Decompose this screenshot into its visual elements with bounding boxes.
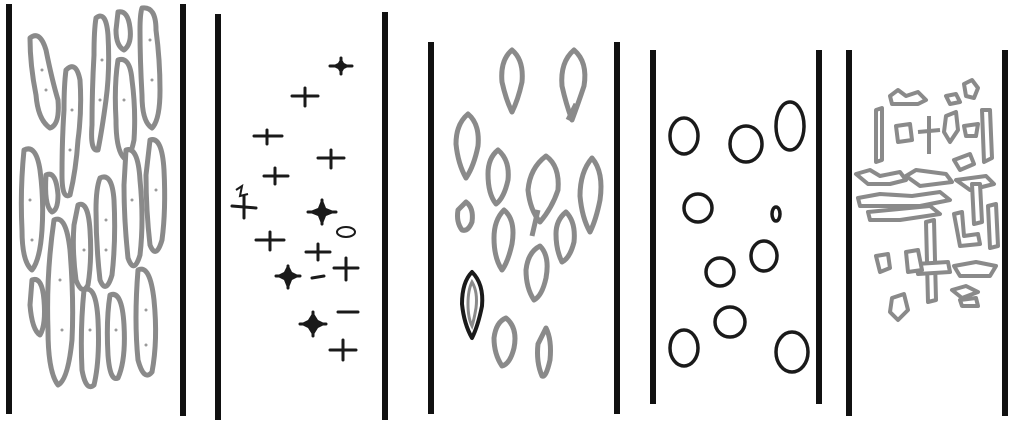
fragment	[890, 90, 926, 104]
fragment	[890, 294, 908, 320]
leaf-blob	[456, 114, 478, 178]
star-shape	[334, 258, 358, 280]
panel-4-circles	[670, 102, 808, 372]
star-shape	[254, 130, 282, 144]
filled-star	[308, 198, 336, 226]
leaf-blob	[494, 318, 515, 366]
panel-5-right-wall	[1002, 50, 1008, 416]
streak	[115, 59, 134, 158]
star-shape	[292, 88, 318, 106]
panel-4-right-wall	[816, 50, 822, 404]
streak	[140, 8, 160, 128]
star-shape	[306, 244, 330, 260]
filled-star	[276, 264, 300, 290]
star-shape	[236, 186, 248, 196]
panel-3-right-wall	[614, 42, 620, 414]
star-shape	[312, 276, 324, 278]
panel-1-right-wall	[180, 4, 186, 416]
fragment	[944, 112, 958, 142]
star-shape	[330, 340, 356, 360]
star-shape	[337, 227, 355, 237]
star-shape	[318, 150, 344, 168]
panel-2-stars	[232, 58, 358, 360]
fragment	[972, 184, 982, 224]
streak	[124, 150, 142, 266]
panel-3-left-wall	[428, 42, 434, 414]
fragment	[856, 170, 906, 184]
leaf-blob	[580, 158, 601, 232]
panel-1-streaks	[21, 8, 164, 387]
fragment	[964, 80, 978, 98]
star-shape	[232, 196, 256, 218]
circle-shape	[776, 102, 804, 150]
star-shape	[256, 232, 284, 250]
fragment	[952, 286, 978, 298]
streak	[30, 36, 58, 128]
streak	[48, 219, 73, 385]
panel-2-right-wall	[382, 12, 388, 420]
streak	[146, 140, 165, 252]
leaf-blob	[458, 202, 473, 230]
streak	[46, 174, 58, 212]
star-shape	[264, 168, 288, 184]
circle-shape	[772, 207, 780, 221]
leaf-blob	[556, 212, 574, 262]
panel-2	[215, 12, 388, 420]
panel-1-left-wall	[6, 4, 12, 414]
leaf-blob	[488, 150, 508, 204]
panel-1	[6, 4, 186, 416]
circle-shape	[684, 194, 712, 222]
fragment	[906, 250, 922, 272]
fragment	[876, 108, 882, 162]
streak	[116, 12, 130, 50]
fragment	[896, 124, 912, 142]
streak	[92, 16, 109, 150]
streak	[107, 294, 124, 378]
fragment	[946, 94, 960, 104]
fragment	[954, 262, 996, 276]
circle-shape	[706, 258, 734, 286]
fragment	[906, 170, 952, 186]
fragment	[858, 192, 950, 206]
streak	[21, 149, 42, 270]
panel-5-fragments	[856, 80, 998, 320]
fragment	[964, 124, 978, 136]
fragment	[960, 298, 978, 306]
streak	[62, 67, 81, 196]
leaf-blob	[538, 328, 551, 376]
filled-star	[300, 312, 326, 336]
panel-3	[428, 42, 620, 414]
panel-5	[846, 50, 1008, 416]
panel-4-left-wall	[650, 50, 656, 404]
panel-2-left-wall	[215, 14, 221, 420]
fragment	[988, 204, 998, 248]
panel-2-star-fills	[276, 58, 350, 336]
circle-shape	[670, 330, 698, 366]
fragment	[918, 116, 940, 154]
streak	[73, 204, 90, 289]
circle-shape	[751, 241, 777, 271]
streak	[96, 177, 115, 286]
leaf-blob	[502, 50, 523, 112]
circle-shape	[776, 332, 808, 372]
panel-4	[650, 50, 822, 404]
leaf-blob	[494, 210, 513, 270]
circle-shape	[730, 126, 762, 162]
streak	[30, 279, 45, 335]
streak	[81, 289, 98, 387]
fragment	[954, 154, 974, 170]
circle-shape	[715, 307, 745, 337]
leaf-blob	[528, 156, 558, 222]
fragment	[868, 206, 940, 220]
fragment	[876, 254, 890, 272]
streak	[136, 269, 156, 375]
leaf-blob	[526, 246, 547, 300]
circle-shape	[670, 118, 698, 154]
filled-star	[332, 58, 350, 74]
fragment	[982, 110, 992, 162]
panel-5-left-wall	[846, 50, 852, 416]
